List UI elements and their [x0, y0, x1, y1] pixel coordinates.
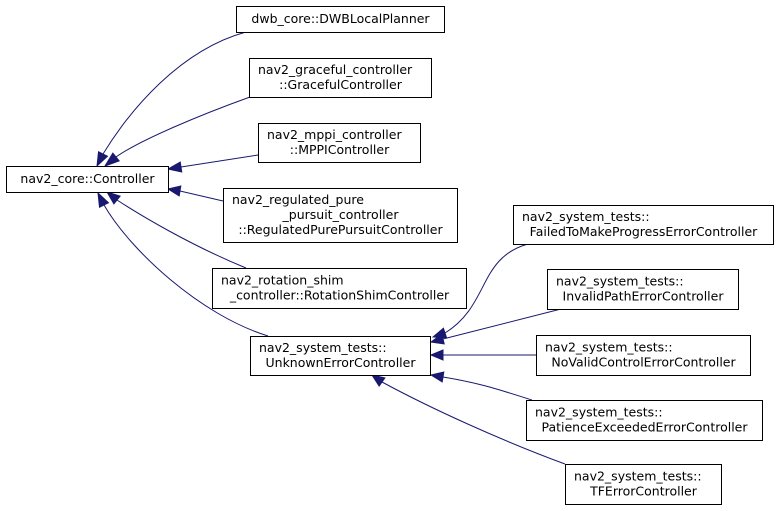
edge-shim-to-controller: [105, 191, 247, 269]
class-node-box: [513, 205, 774, 245]
class-node-box: [536, 335, 751, 376]
class-node-controller[interactable]: nav2_core::Controller: [6, 166, 169, 193]
class-node-label: dwb_core::DWBLocalPlanner: [251, 11, 430, 26]
edge-line: [103, 204, 269, 337]
class-node-label: _controller::RotationShimController: [229, 288, 450, 303]
edge-mppi-to-controller: [166, 154, 259, 173]
arrowhead-icon: [370, 374, 386, 387]
class-node-label: FailedToMakeProgressErrorController: [530, 224, 759, 239]
edge-line: [444, 243, 529, 334]
class-node-label: ::RegulatedPurePursuitController: [238, 222, 443, 237]
class-node-label: nav2_rotation_shim: [221, 273, 344, 288]
class-node-box: [250, 336, 431, 376]
arrowhead-icon: [103, 152, 121, 167]
edge-tferror-to-unknown: [370, 374, 566, 465]
class-node-box: [236, 6, 445, 33]
class-node-novalid[interactable]: nav2_system_tests::NoValidControlErrorCo…: [536, 335, 751, 376]
arrowhead-icon: [96, 150, 109, 168]
class-node-label: nav2_regulated_pure: [232, 192, 364, 207]
class-node-label: nav2_system_tests::: [556, 274, 684, 289]
class-node-label: PatienceExceededErrorController: [541, 420, 748, 435]
class-node-label: _pursuit_controller: [282, 207, 400, 222]
class-node-box: [258, 123, 421, 163]
edge-patience-to-unknown: [429, 371, 533, 401]
class-node-label: TFErrorController: [589, 484, 698, 499]
class-node-patience[interactable]: nav2_system_tests::PatienceExceededError…: [526, 400, 763, 441]
class-node-tferror[interactable]: nav2_system_tests::TFErrorController: [565, 464, 722, 505]
edge-rpp-to-controller: [166, 185, 224, 202]
edge-line: [102, 31, 247, 155]
class-node-box: [526, 400, 763, 441]
class-node-unknown[interactable]: nav2_system_tests::UnknownErrorControlle…: [250, 336, 431, 376]
class-node-label: ::GracefulController: [279, 77, 403, 92]
class-node-label: nav2_system_tests::: [259, 340, 387, 355]
edge-line: [442, 308, 562, 340]
class-node-label: nav2_system_tests::: [522, 209, 650, 224]
class-node-box: [6, 166, 169, 193]
nodes-layer: nav2_core::Controller dwb_core::DWBLocalP…: [6, 6, 774, 505]
class-node-failed[interactable]: nav2_system_tests::FailedToMakeProgressE…: [513, 205, 774, 245]
arrowhead-icon: [105, 191, 121, 205]
class-node-label: NoValidControlErrorController: [551, 355, 736, 370]
arrowhead-icon: [166, 185, 182, 197]
edge-line: [179, 190, 224, 202]
class-node-box: [212, 268, 467, 309]
class-node-box: [223, 188, 458, 243]
class-node-label: nav2_core::Controller: [20, 171, 155, 186]
class-node-dwb[interactable]: dwb_core::DWBLocalPlanner: [236, 6, 445, 33]
class-node-shim[interactable]: nav2_rotation_shim_controller::RotationS…: [212, 268, 467, 309]
arrowhead-icon: [429, 333, 445, 345]
class-node-label: InvalidPathErrorController: [563, 289, 725, 304]
edge-dwb-to-controller: [96, 31, 247, 168]
class-node-mppi[interactable]: nav2_mppi_controller::MPPIController: [258, 123, 421, 163]
class-node-box: [565, 464, 722, 505]
class-node-label: nav2_graceful_controller: [258, 62, 413, 77]
edge-line: [442, 376, 533, 401]
class-node-label: nav2_system_tests::: [574, 469, 702, 484]
class-node-box: [547, 269, 739, 310]
edges-layer: [96, 31, 566, 465]
edge-line: [115, 96, 251, 158]
arrowhead-icon: [429, 349, 444, 361]
class-node-label: nav2_system_tests::: [535, 405, 663, 420]
edge-unknown-to-controller: [97, 191, 269, 337]
edge-graceful-to-controller: [103, 96, 251, 167]
arrowhead-icon: [166, 161, 183, 173]
class-node-label: UnknownErrorController: [266, 355, 417, 370]
edge-invalid-to-unknown: [429, 308, 562, 345]
arrowhead-icon: [97, 191, 110, 209]
class-node-label: nav2_system_tests::: [545, 340, 673, 355]
class-node-box: [249, 58, 432, 98]
edge-line: [116, 199, 247, 269]
edge-line: [180, 154, 259, 168]
class-node-label: nav2_mppi_controller: [267, 127, 402, 142]
class-node-label: ::MPPIController: [290, 142, 390, 157]
edge-line: [381, 381, 566, 465]
class-node-invalid[interactable]: nav2_system_tests::InvalidPathErrorContr…: [547, 269, 739, 310]
class-node-graceful[interactable]: nav2_graceful_controller::GracefulContro…: [249, 58, 432, 98]
edge-novalid-to-unknown: [429, 349, 536, 361]
arrowhead-icon: [429, 371, 445, 383]
class-node-rpp[interactable]: nav2_regulated_pure_pursuit_controller::…: [223, 188, 458, 243]
